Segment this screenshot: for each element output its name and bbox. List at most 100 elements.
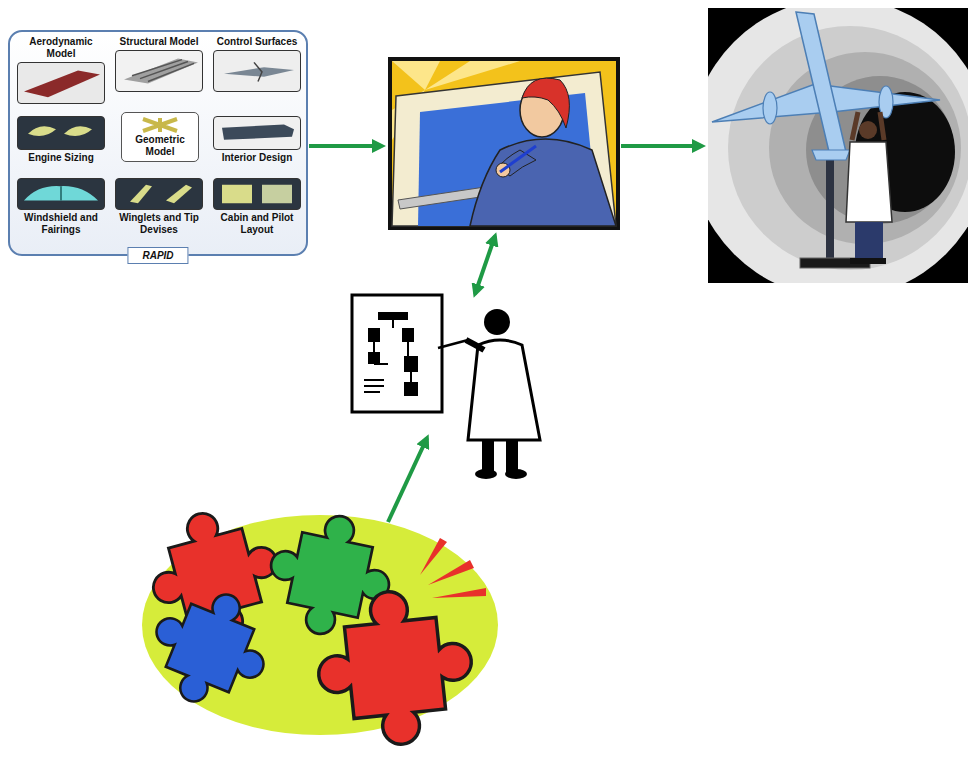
component-label: Engine Sizing: [17, 152, 105, 164]
thumbnail-shape: [64, 126, 92, 136]
drafter-clipart: [388, 57, 620, 230]
tunnel-rings: [708, 8, 968, 283]
puzzle-clipart: [136, 498, 498, 753]
professor-clipart-part: [368, 352, 380, 364]
thumbnail-shape: [24, 186, 98, 200]
professor-clipart-part: [484, 309, 510, 335]
wind-tunnel-clipart: [690, 0, 968, 298]
thumbnail-art: [116, 179, 202, 209]
rapid-panel: Aerodynamic Model Structural Model Control…: [8, 30, 308, 256]
puzzle-clipart-part: [428, 560, 474, 585]
thumbnail-shape: [222, 185, 252, 204]
thumbnail-shape: [254, 62, 262, 81]
hub-box: Geometric Model: [121, 112, 199, 162]
spacer: [17, 210, 105, 212]
spacer: [115, 210, 203, 212]
tunnel-rings-part: [728, 26, 968, 270]
thumbnail-shape: [132, 60, 194, 82]
component-thumbnail: [213, 50, 301, 92]
thumbnail-shape: [166, 185, 192, 204]
drafter-clipart-part: [388, 57, 620, 230]
wind-tunnel-clipart-part: [763, 92, 777, 124]
drafter-clipart-part: [522, 78, 569, 128]
professor-clipart-part: [468, 340, 540, 440]
tunnel-rings-part: [769, 52, 961, 244]
component-box: Windshield and Fairings: [17, 178, 105, 236]
thumbnail-art: [214, 117, 300, 149]
thumbnail-art: [18, 63, 104, 103]
puzzle-clipart-part: [432, 588, 486, 598]
professor-clipart-part: [438, 340, 468, 348]
professor-clipart-part: [506, 440, 518, 472]
component-box: Engine Sizing: [17, 116, 105, 164]
component-label: Windshield and Fairings: [17, 212, 105, 236]
thumbnail-art: [18, 117, 104, 149]
wind-tunnel-clipart-part: [826, 150, 834, 260]
thumbnail-shape: [60, 186, 62, 200]
thumbnail-art: [214, 51, 300, 91]
component-label: Winglets and Tip Devises: [115, 212, 203, 236]
drafter-clipart-part: [392, 72, 616, 226]
drafter-clipart-part: [470, 139, 616, 226]
component-box: Structural Model: [115, 36, 203, 92]
thumbnail-shape: [130, 185, 152, 204]
professor-clipart-part: [368, 328, 380, 342]
component-label: Control Surfaces: [213, 36, 301, 48]
component-box: Cabin and Pilot Layout: [213, 178, 301, 236]
professor-clipart-part: [352, 295, 442, 412]
component-thumbnail: [115, 178, 203, 210]
thumbnail-shape: [124, 59, 198, 84]
component-thumbnail: [17, 178, 105, 210]
component-thumbnail: [213, 116, 301, 150]
wind-tunnel-clipart-part: [796, 12, 846, 156]
professor-clipart-part: [378, 312, 408, 320]
component-box: Aerodynamic Model: [17, 36, 105, 104]
component-label: Geometric Model: [126, 134, 194, 158]
wind-tunnel-clipart-part: [850, 258, 886, 264]
drafter-clipart-part: [392, 61, 616, 226]
professor-clipart-part: [475, 469, 497, 479]
plane-icon: [140, 116, 180, 134]
component-label: Interior Design: [213, 152, 301, 164]
component-box: Interior Design: [213, 116, 301, 164]
thumbnail-art: [18, 179, 104, 209]
flow-arrows-part: [621, 144, 702, 148]
component-box: Winglets and Tip Devises: [115, 178, 203, 236]
drafter-clipart-part: [500, 146, 536, 172]
professor-clipart-part: [402, 328, 414, 342]
thumbnail-art: [116, 51, 202, 91]
flow-arrows-part: [309, 144, 382, 148]
spacer: [17, 150, 105, 152]
professor-clipart-part: [404, 382, 418, 396]
wind-tunnel-clipart-part: [812, 150, 850, 160]
thumbnail-shape: [222, 125, 294, 140]
component-thumbnail: [115, 50, 203, 92]
professor-clipart-part: [505, 469, 527, 479]
flow-arrows-part: [388, 438, 427, 522]
component-thumbnail: [213, 178, 301, 210]
component-label: Structural Model: [115, 36, 203, 48]
puzzle-clipart-part: [420, 538, 447, 575]
component-thumbnail: [17, 62, 105, 104]
plane-icon-shape: [143, 118, 177, 132]
spacer: [213, 210, 301, 212]
thumbnail-shape: [24, 71, 100, 98]
thumbnail-shape: [28, 126, 56, 136]
wind-tunnel-clipart-part: [859, 121, 877, 139]
wind-tunnel-clipart-part: [846, 142, 892, 222]
professor-clipart-part: [404, 356, 418, 372]
flow-arrows-part: [475, 236, 495, 294]
puzzle-clipart-part: [311, 584, 479, 752]
thumbnail-art: [214, 179, 300, 209]
panel-label: RAPID: [127, 247, 188, 264]
spacer: [213, 150, 301, 152]
component-label: Aerodynamic Model: [17, 36, 105, 60]
wind-tunnel-clipart-part: [852, 112, 884, 140]
professor-clipart-part: [466, 340, 484, 350]
tunnel-rings-part: [708, 8, 968, 283]
professor-clipart: [352, 295, 540, 479]
professor-clipart-part: [374, 320, 411, 382]
component-box: Control Surfaces: [213, 36, 301, 92]
